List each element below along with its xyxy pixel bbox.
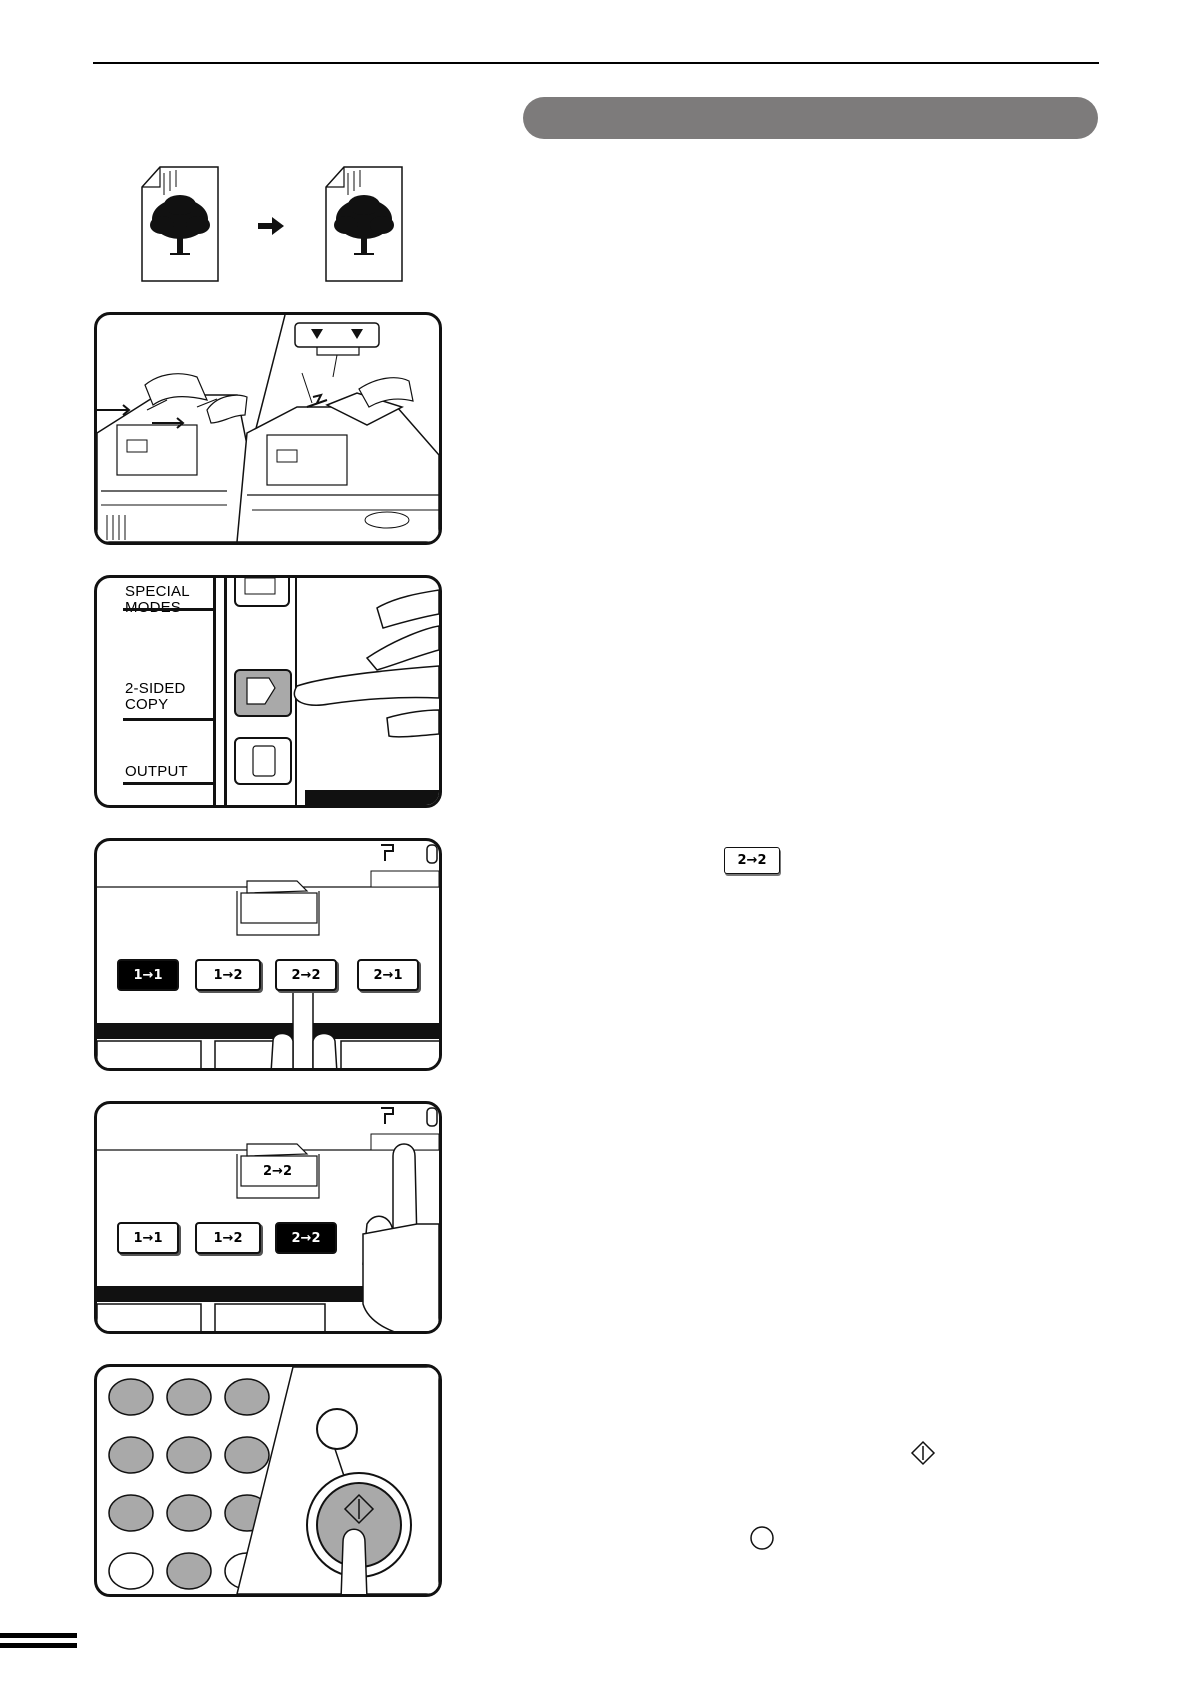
mode-key-2to2[interactable]: 2→2 [275, 1222, 337, 1254]
reset-key-icon [750, 1526, 774, 1550]
duplex-pages-illustration [141, 166, 403, 282]
numeric-key [166, 1552, 212, 1590]
screen-illustration [97, 1107, 439, 1331]
two-sided-copy-label: 2-SIDED COPY [125, 680, 186, 713]
original-page-icon [141, 166, 219, 282]
key-illustration [234, 578, 439, 805]
panel-edge [224, 578, 227, 805]
mode-key-1to2[interactable]: 1→2 [195, 1222, 261, 1254]
reset-key [316, 1408, 358, 1450]
footer-rule [0, 1633, 77, 1638]
footer-rule [0, 1643, 77, 1648]
special-modes-label: SPECIAL MODES [125, 583, 190, 616]
numeric-key [224, 1378, 270, 1416]
header-rule [93, 62, 1099, 64]
screen-illustration [97, 844, 439, 1068]
numeric-key [108, 1436, 154, 1474]
start-key-icon [910, 1440, 936, 1466]
section-banner [523, 97, 1098, 139]
clear-key [108, 1552, 154, 1590]
divider [123, 608, 213, 611]
two-to-two-key-icon: 2→2 [724, 847, 780, 874]
mode-key-2to2[interactable]: 2→2 [275, 959, 337, 991]
feeder-illustration [97, 315, 439, 542]
document-feeder-panel [94, 312, 442, 545]
output-label: OUTPUT [125, 763, 188, 780]
copy-page-icon [325, 166, 403, 282]
panel-edge [213, 578, 216, 805]
numeric-key [108, 1378, 154, 1416]
keypad-illustration [108, 1367, 439, 1594]
mode-selection-panel: 1→1 1→2 2→2 2→1 [94, 838, 442, 1071]
divider [123, 718, 213, 721]
control-panel-illustration: SPECIAL MODES 2-SIDED COPY OUTPUT [94, 575, 442, 808]
divider [123, 782, 213, 785]
mode-key-1to1[interactable]: 1→1 [117, 959, 179, 991]
mode-selected-panel: 2→2 1→1 1→2 2→2 [94, 1101, 442, 1334]
mode-key-2to1[interactable]: 2→1 [357, 959, 419, 991]
mode-key-1to1[interactable]: 1→1 [117, 1222, 179, 1254]
mode-key-1to2[interactable]: 1→2 [195, 959, 261, 991]
numeric-key [108, 1494, 154, 1532]
display-icon: 2→2 [263, 1164, 292, 1179]
keypad-panel [94, 1364, 442, 1597]
numeric-key [224, 1436, 270, 1474]
arrow-right-icon [258, 217, 284, 235]
numeric-key [166, 1494, 212, 1532]
numeric-key [166, 1436, 212, 1474]
numeric-key [166, 1378, 212, 1416]
